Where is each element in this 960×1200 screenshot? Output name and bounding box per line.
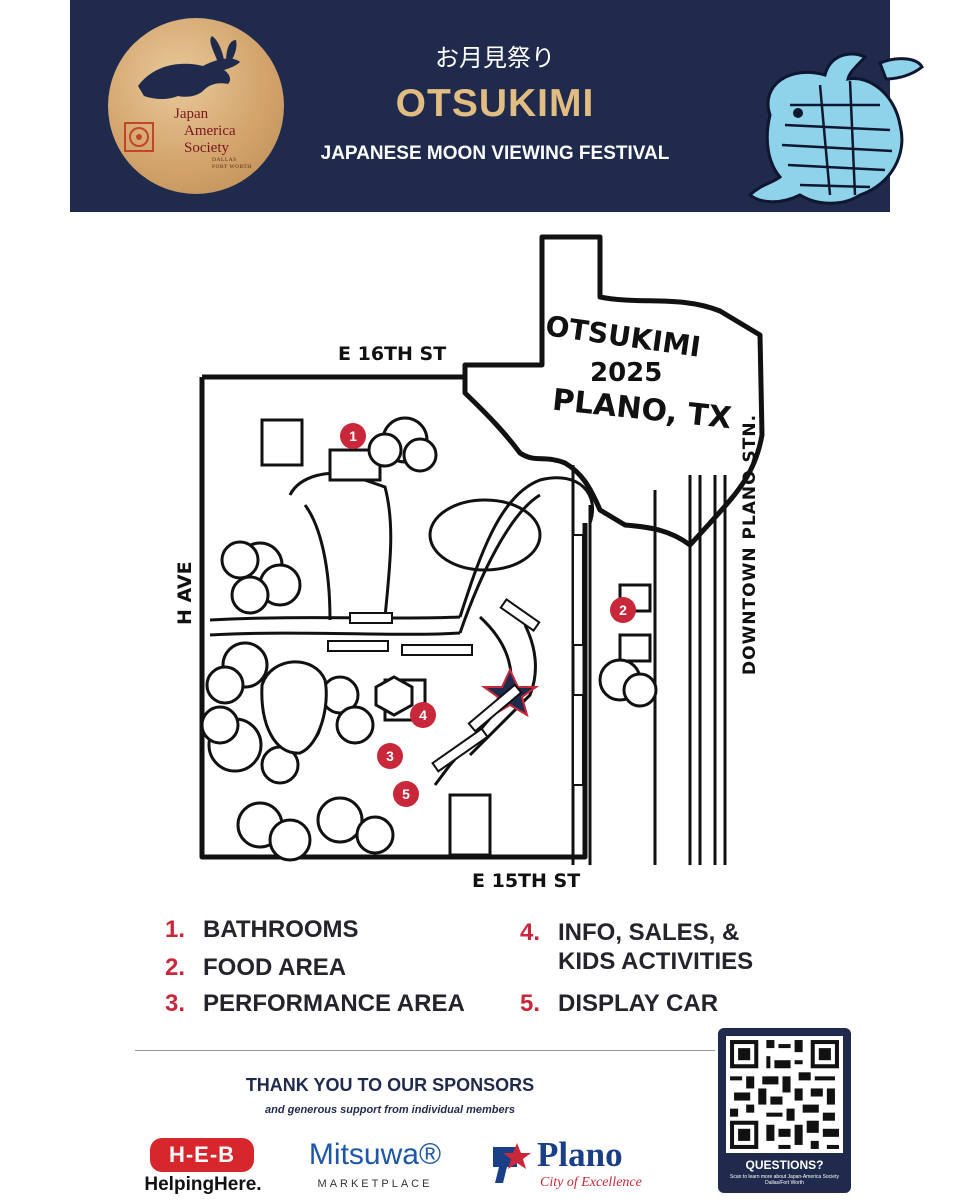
festival-map: E 16TH ST E 15TH ST H AVE DOWNTOWN PLANO… [174, 225, 780, 895]
map-marker-5: 5 [393, 781, 419, 807]
jas-logo: Japan America Society DALLAS FORT WORTH [108, 18, 284, 194]
plano-logo: Plano City of Excellence [485, 1135, 655, 1199]
qr-text: Scan to learn more about Japan-America S… [730, 1174, 839, 1186]
street-e16: E 16TH ST [338, 343, 447, 365]
legend-number: 1. [165, 916, 186, 943]
heb-badge: H-E-B [150, 1138, 254, 1172]
legend-item-display-car: 5. DISPLAY CAR [520, 990, 718, 1018]
header-banner: Japan America Society DALLAS FORT WORTH … [70, 0, 924, 212]
heb-logo: H-E-B HelpingHere. [138, 1138, 268, 1198]
page-subtitle: JAPANESE MOON VIEWING FESTIVAL [320, 143, 670, 164]
legend-item-food-area: 2. FOOD AREA [165, 954, 346, 982]
legend-label: FOOD AREA [203, 954, 347, 981]
qr-card[interactable]: QUESTIONS? Scan to learn more about Japa… [718, 1028, 851, 1193]
legend-number: 5. [520, 990, 541, 1017]
title-japanese: お月見祭り [435, 44, 555, 72]
plano-name: Plano [537, 1135, 623, 1174]
sponsors-subheading: and generous support from individual mem… [265, 1104, 515, 1116]
legend-number: 2. [165, 954, 186, 981]
street-e15: E 15TH ST [472, 870, 581, 892]
page-title: OTSUKIMI [395, 82, 595, 125]
legend-item-info-sales: 4. INFO, SALES, &KIDS ACTIVITIES [520, 918, 753, 976]
logo-line-4: DALLAS [212, 157, 237, 163]
legend-label: BATHROOMS [203, 916, 359, 943]
mitsuwa-name: Mitsuwa® [308, 1138, 442, 1171]
legend-number: 3. [165, 990, 186, 1017]
plano-star-icon [493, 1143, 531, 1183]
legend-item-performance-area: 3. PERFORMANCE AREA [165, 990, 465, 1018]
map-marker-4: 4 [410, 702, 436, 728]
rabbit-illustration-icon [747, 52, 924, 205]
map-marker-1: 1 [340, 423, 366, 449]
legend-item-bathrooms: 1. BATHROOMS [165, 916, 359, 944]
heb-tagline: HelpingHere. [144, 1174, 262, 1195]
map-drawing [199, 234, 765, 865]
divider [135, 1050, 715, 1051]
legend-number: 4. [520, 919, 541, 946]
map-marker-2: 2 [610, 597, 636, 623]
sponsors-heading: THANK YOU TO OUR SPONSORS [245, 1075, 535, 1095]
legend-label: INFO, SALES, & [558, 919, 740, 946]
street-h-ave: H AVE [174, 561, 196, 625]
plano-sub: City of Excellence [540, 1175, 642, 1190]
logo-line-5: FORT WORTH [212, 164, 252, 170]
qr-code-icon[interactable] [726, 1036, 843, 1153]
qr-title: QUESTIONS? [745, 1158, 824, 1172]
sakura-icon [124, 122, 154, 152]
legend-label: PERFORMANCE AREA [203, 990, 465, 1017]
logo-line-3: Society [184, 140, 229, 156]
texas-label-line-2: 2025 [590, 358, 663, 388]
legend-label: DISPLAY CAR [558, 990, 719, 1017]
map-marker-3: 3 [377, 743, 403, 769]
mitsuwa-logo: Mitsuwa® MARKETPLACE [300, 1138, 450, 1198]
legend-label-continued: KIDS ACTIVITIES [558, 948, 754, 975]
mitsuwa-sub: MARKETPLACE [317, 1178, 433, 1190]
station-label: DOWNTOWN PLANO STN. [740, 413, 760, 675]
logo-line-2: America [184, 123, 236, 139]
logo-line-1: Japan [174, 106, 209, 122]
rabbit-icon [138, 36, 240, 99]
jas-logo-text: Japan America Society DALLAS FORT WORTH [174, 106, 278, 171]
